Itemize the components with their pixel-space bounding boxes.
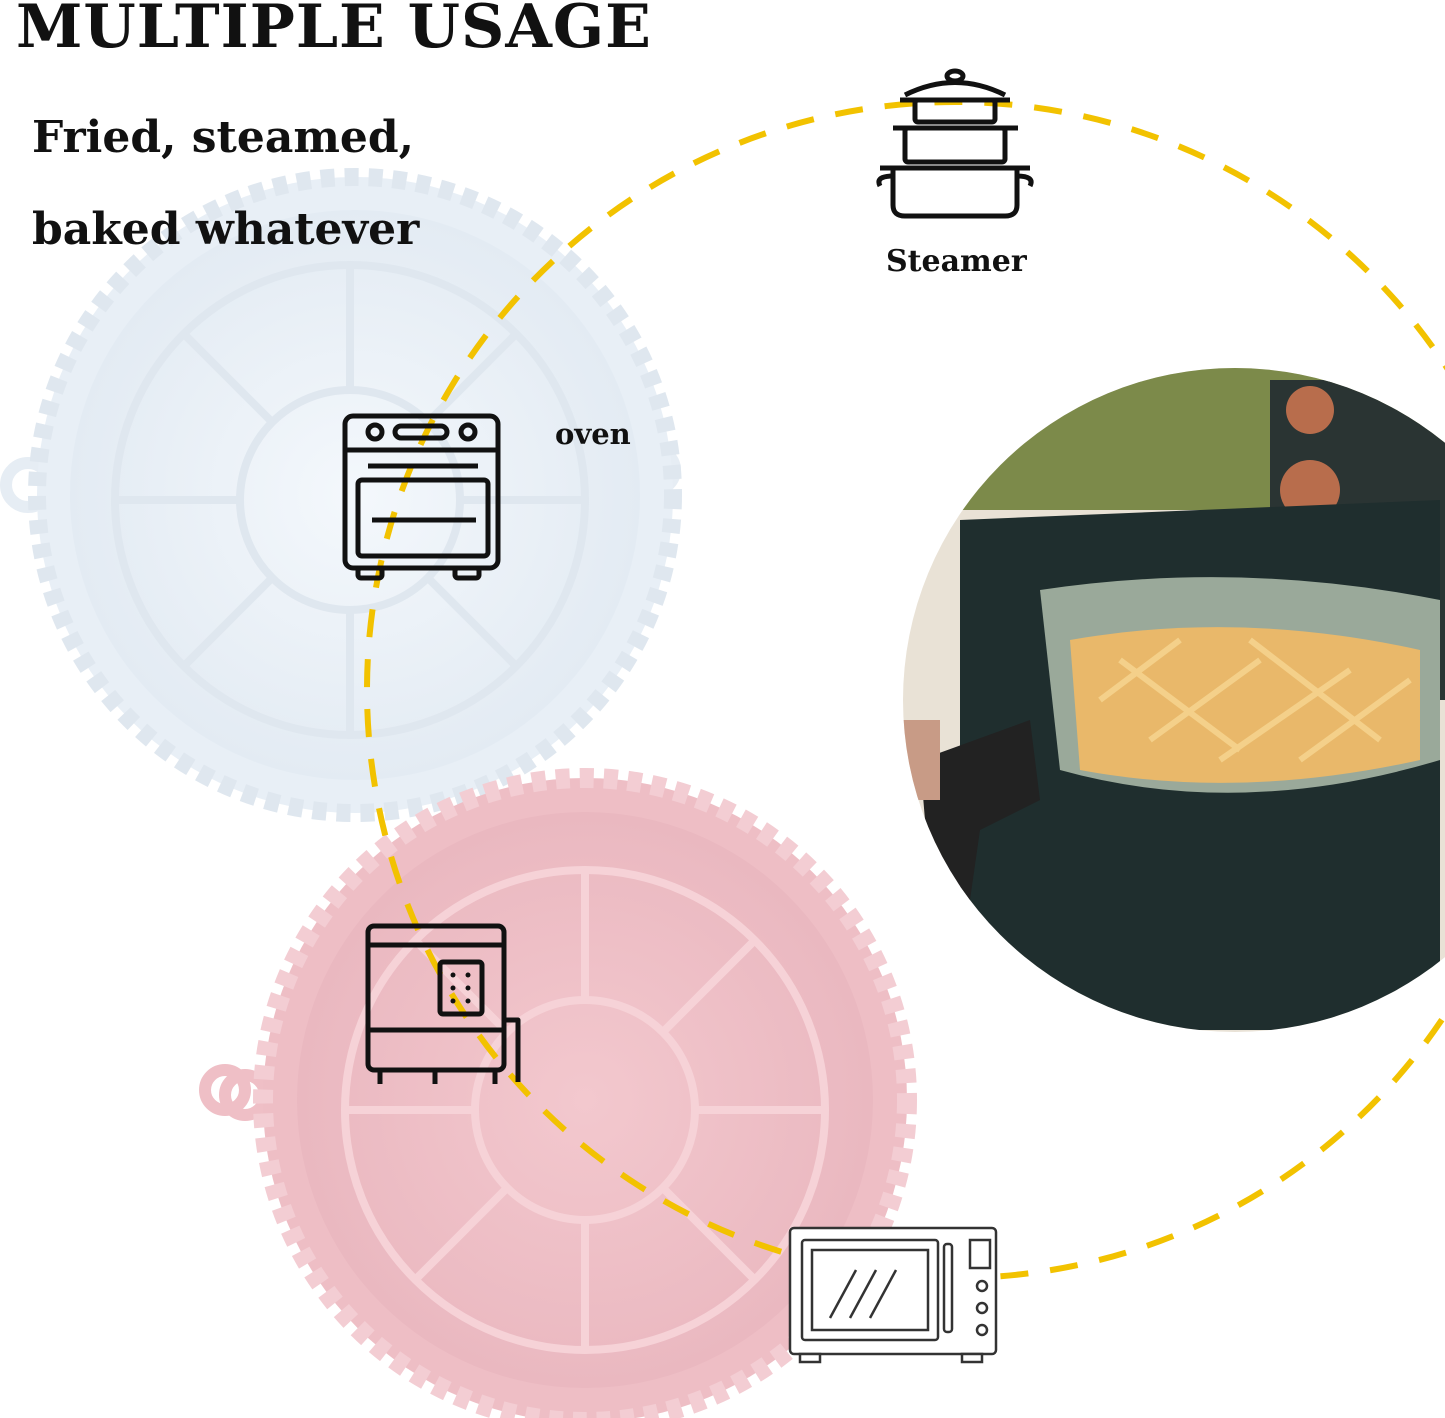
air-fryer-photo bbox=[903, 368, 1445, 1032]
air-fryer-icon bbox=[365, 923, 521, 1084]
oven-label: oven bbox=[555, 417, 631, 451]
pink-silicone-liner bbox=[199, 768, 917, 1418]
microwave-icon bbox=[788, 1226, 998, 1364]
steamer-label: Steamer bbox=[886, 244, 1027, 279]
white-silicone-liner bbox=[0, 168, 682, 822]
page-title: MULTIPLE USAGE bbox=[16, 0, 652, 62]
subtitle-line-1: Fried, steamed, bbox=[32, 112, 414, 163]
oven-icon bbox=[342, 413, 501, 581]
steamer-pot-icon bbox=[876, 68, 1034, 219]
subtitle-line-2: baked whatever bbox=[32, 204, 420, 255]
